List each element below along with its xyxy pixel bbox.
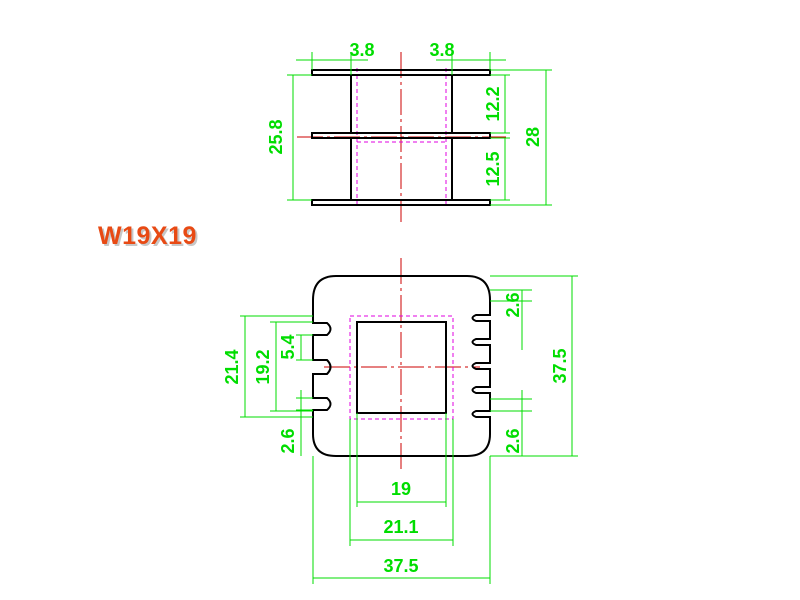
dim-window-inner: 19.2: [253, 349, 273, 384]
front-view-center-lines: [324, 258, 480, 470]
top-view-hidden-lines: [356, 68, 447, 206]
bottom-flange: [311, 199, 491, 206]
dim-upper-section: 12.2: [483, 86, 503, 121]
dim-overall-height-top: 28: [523, 127, 543, 147]
dim-flange-left: 3.8: [349, 40, 374, 60]
front-view-dimension-labels: 21.4 19.2 5.4 2.6 2.6 2.6 37.5 19 21.1 3…: [222, 292, 570, 576]
dim-lower-section: 12.5: [483, 151, 503, 186]
middle-flange: [311, 132, 491, 139]
model-title: W19X19: [98, 222, 197, 250]
dim-corner-right-bottom: 2.6: [503, 428, 523, 453]
dim-inner-height: 25.8: [266, 119, 286, 154]
bobbin-flange-outline: [312, 275, 491, 457]
dim-slot-pitch: 5.4: [278, 334, 298, 359]
top-view-dimensions: [287, 52, 552, 206]
dim-overall-height-front: 37.5: [550, 348, 570, 383]
dim-window-width: 21.1: [383, 517, 418, 537]
dim-window-outer: 21.4: [222, 349, 242, 384]
top-view-outline: [311, 69, 491, 206]
front-view-dimensions: [240, 275, 578, 584]
core-window: [356, 321, 447, 414]
dim-core-width: 19: [391, 479, 411, 499]
dim-corner-right-top: 2.6: [503, 292, 523, 317]
dim-overall-width: 37.5: [383, 556, 418, 576]
front-view: 21.4 19.2 5.4 2.6 2.6 2.6 37.5 19 21.1 3…: [222, 258, 578, 584]
dim-flange-right: 3.8: [429, 40, 454, 60]
top-flange: [311, 69, 491, 76]
front-view-outline: [312, 275, 491, 457]
top-view-dimension-labels: 3.8 3.8 25.8 12.2 12.5 28: [266, 40, 543, 187]
top-view: 3.8 3.8 25.8 12.2 12.5 28: [266, 40, 552, 222]
dim-corner-left: 2.6: [278, 428, 298, 453]
front-view-hidden-lines: [349, 315, 454, 420]
